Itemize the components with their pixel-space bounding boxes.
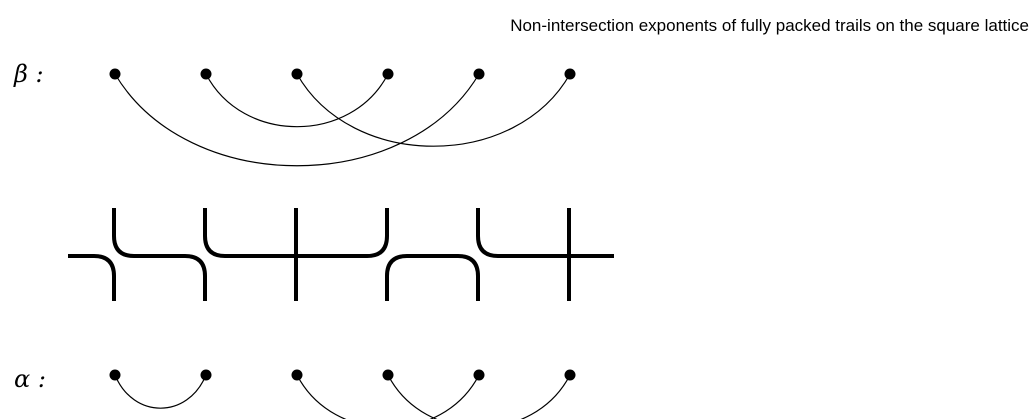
alpha-label: α : [14, 365, 46, 393]
beta-arc [205, 73, 389, 128]
beta-node [473, 68, 485, 80]
alpha-arc [387, 374, 571, 419]
alpha-node [473, 369, 485, 381]
beta-label: β : [14, 60, 44, 88]
alpha-node [109, 369, 121, 381]
alpha-node [382, 369, 394, 381]
beta-arcs [114, 73, 571, 167]
trail-segment [341, 208, 389, 258]
alpha-arcs [114, 374, 571, 419]
alpha-arc [114, 374, 207, 409]
beta-arc [114, 73, 480, 167]
trail-segment [68, 254, 116, 301]
alpha-node [200, 369, 212, 381]
trail-segment [203, 208, 250, 258]
alpha-nodes [109, 369, 576, 381]
trail-segment [385, 254, 432, 301]
beta-node [291, 68, 303, 80]
alpha-node [291, 369, 303, 381]
trail-tiles [68, 208, 614, 301]
beta-node [109, 68, 121, 80]
beta-node [564, 68, 576, 80]
alpha-node [564, 369, 576, 381]
alpha-arc [296, 374, 480, 419]
trail-segment [159, 254, 207, 301]
trail-segment [112, 208, 159, 258]
beta-node [382, 68, 394, 80]
trail-segment [476, 208, 523, 258]
page-title: Non-intersection exponents of fully pack… [510, 16, 1029, 35]
beta-node [200, 68, 212, 80]
trail-segment [432, 254, 480, 301]
beta-nodes [109, 68, 576, 80]
beta-arc [296, 73, 571, 147]
